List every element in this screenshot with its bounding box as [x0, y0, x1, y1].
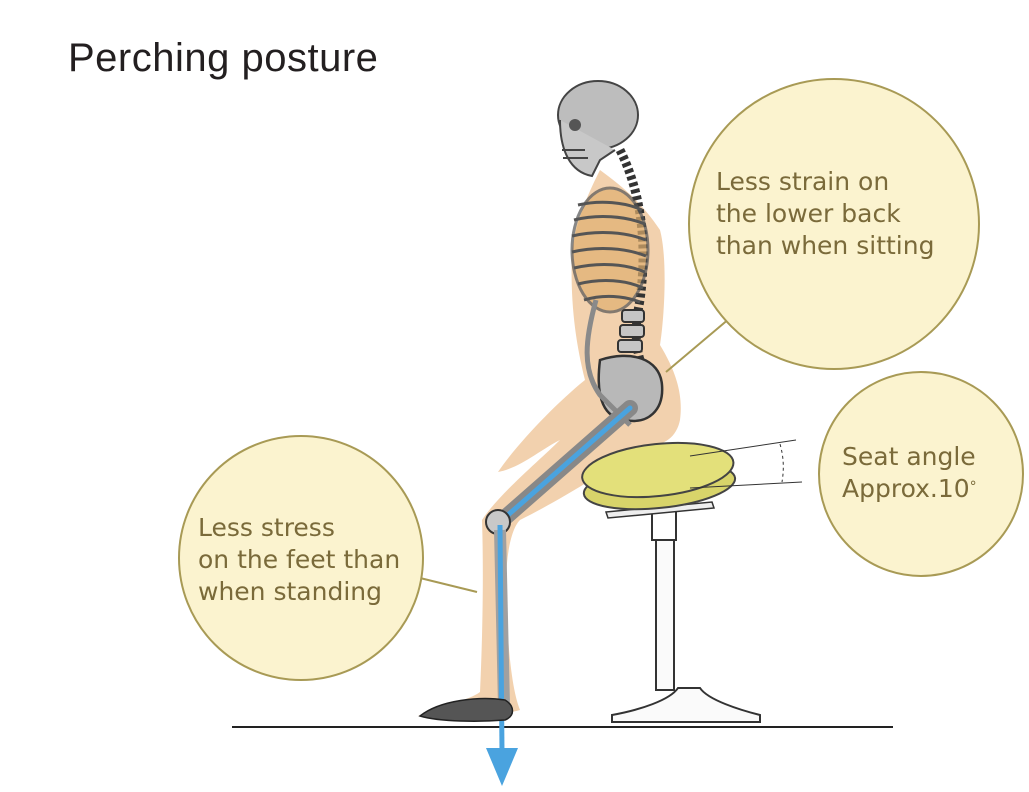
- seat-cushion: [581, 441, 737, 511]
- stool-base: [611, 687, 761, 723]
- femur-axis: [497, 405, 633, 525]
- callout-line: on the feet than: [198, 545, 401, 574]
- callout-line: when standing: [198, 577, 382, 606]
- callout-line: Less stress: [198, 513, 335, 542]
- arm: [584, 299, 632, 427]
- down-arrow: [486, 748, 518, 786]
- callout-seat-angle-text: Seat angle Approx.10°: [842, 441, 977, 505]
- foot: [418, 697, 514, 722]
- callout-feet-text: Less stress on the feet than when standi…: [198, 512, 400, 608]
- angle-arc: [779, 443, 784, 483]
- skull: [557, 80, 639, 178]
- callout-bubble-seat-angle: [818, 371, 1024, 577]
- page-title: Perching posture: [68, 36, 379, 80]
- callout-bubble-feet: [178, 435, 424, 681]
- callout-line: Seat angle: [842, 442, 976, 471]
- seat-angle-value: Approx.10: [842, 474, 970, 503]
- pelvis: [597, 354, 664, 423]
- leader-feet: [419, 577, 478, 593]
- callout-line: than when sitting: [716, 231, 935, 260]
- degree-symbol: °: [969, 479, 977, 495]
- leader-lower-back: [665, 317, 731, 373]
- lumbar-vertebrae: [617, 309, 645, 353]
- angle-line-upper: [689, 439, 797, 457]
- angle-line-lower: [689, 481, 803, 489]
- callout-line: the lower back: [716, 199, 901, 228]
- rib-cage: [570, 186, 650, 314]
- callout-line: Approx.10°: [842, 473, 977, 505]
- callout-bubble-lower-back: [688, 78, 980, 370]
- stool-column: [655, 537, 675, 691]
- callout-line: Less strain on: [716, 167, 890, 196]
- callout-lower-back-text: Less strain on the lower back than when …: [716, 166, 934, 262]
- stool-column-top: [651, 509, 677, 541]
